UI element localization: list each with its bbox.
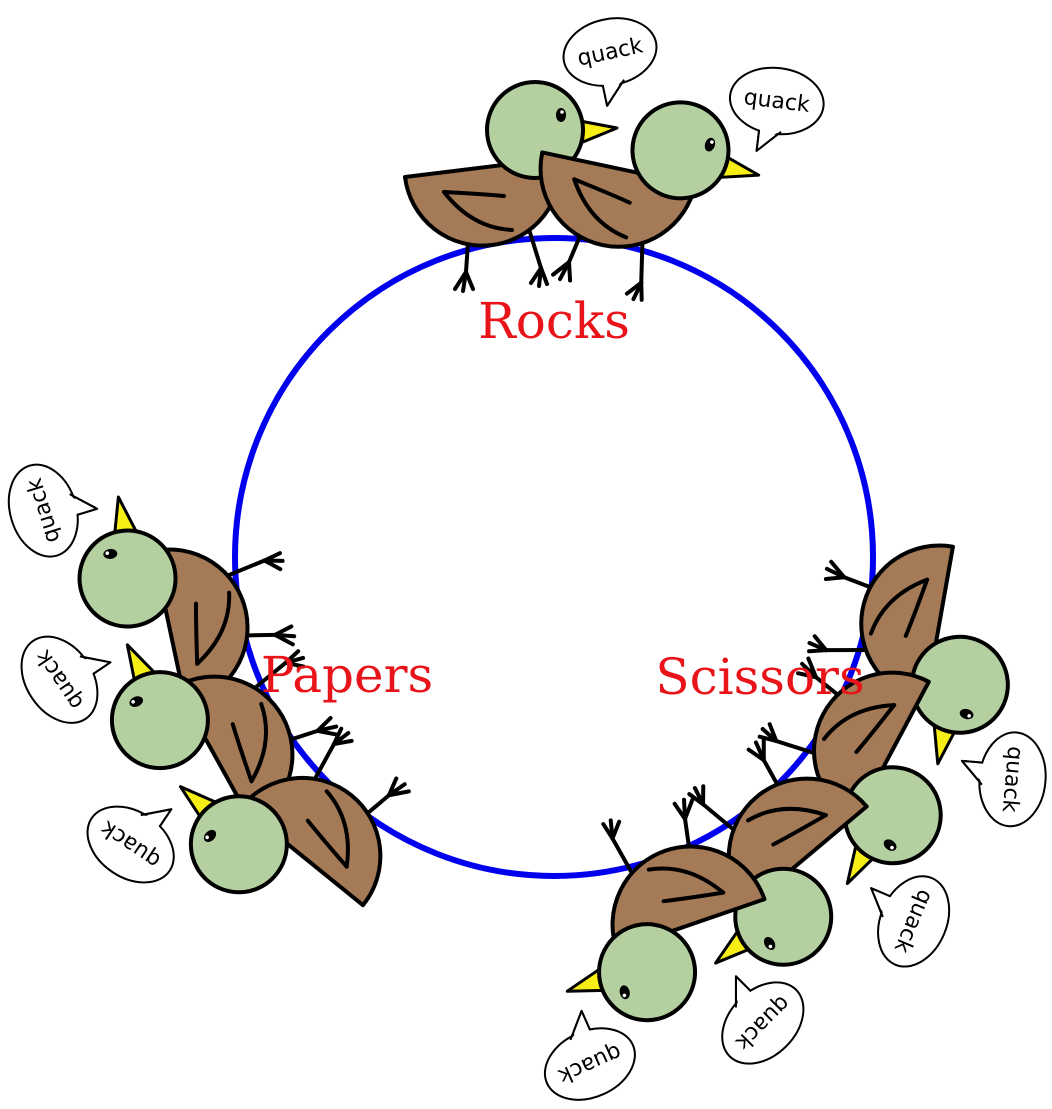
eye-icon (103, 548, 118, 559)
speech-bubble: quack (728, 66, 825, 152)
eye-highlight (890, 845, 894, 850)
eye-highlight (768, 944, 773, 949)
wing-line (442, 190, 506, 198)
toe (796, 671, 818, 680)
wing-line (868, 577, 930, 636)
toe (283, 649, 301, 665)
eye-highlight (131, 700, 135, 704)
eye-icon (556, 108, 566, 122)
speech-bubble: quack (7, 463, 99, 558)
wing-line (746, 806, 828, 823)
wing-line (572, 177, 629, 240)
wing-line (822, 703, 897, 742)
bird-head (630, 100, 731, 201)
speech-bubble: quack (543, 1009, 636, 1101)
label-scissors: Scissors (655, 648, 864, 706)
toe (464, 270, 475, 291)
eye-highlight (967, 714, 971, 718)
bird-scissors-3: quack (687, 737, 869, 1065)
toe (687, 792, 706, 807)
bird-head (597, 922, 698, 1023)
speech-bubble: quack (86, 805, 175, 884)
toe (315, 716, 333, 733)
cycle-circle (232, 235, 876, 879)
speech-bubble: quack (960, 731, 1047, 828)
bird-head (188, 794, 289, 895)
toe (757, 734, 779, 743)
eye-highlight (205, 835, 209, 840)
bird-head (109, 670, 210, 771)
speech-bubble: quack (721, 975, 805, 1065)
toe (807, 648, 829, 654)
wing-line (661, 890, 726, 904)
label-papers: Papers (261, 646, 433, 704)
bird-scissors-1: quack (807, 543, 1047, 828)
label-rocks: Rocks (478, 292, 630, 350)
speech-bubble: quack (562, 17, 658, 107)
wing-line (572, 177, 632, 205)
leg (453, 226, 475, 293)
bird-papers-3: quack (86, 726, 411, 908)
wing-line (193, 601, 200, 666)
toe (672, 801, 688, 821)
toe (601, 822, 615, 841)
wing-line (324, 789, 350, 869)
bird-head (842, 765, 943, 866)
wing-line (195, 590, 232, 666)
bird-body (538, 150, 698, 249)
wing-line (771, 813, 828, 847)
wing-line (903, 577, 930, 638)
wing-line (854, 703, 897, 754)
eye-highlight (105, 551, 110, 555)
toe (539, 266, 549, 286)
leg (525, 221, 549, 288)
bird-papers-1: quack (7, 463, 297, 706)
eye-highlight (560, 110, 564, 114)
bubble-text: quack (997, 745, 1028, 813)
wing-line (646, 866, 726, 895)
toe (331, 726, 344, 747)
wing-line (442, 190, 514, 232)
eye-icon (129, 696, 144, 707)
eye-highlight (710, 140, 714, 144)
eye-icon (763, 937, 776, 950)
speech-bubble: quack (870, 875, 951, 968)
bird-scissors-4: quack (543, 797, 767, 1101)
bird-body (239, 775, 383, 908)
bird-rocks-2: quack (538, 66, 825, 302)
toe (262, 551, 282, 563)
toe (746, 747, 766, 763)
bird-head (909, 634, 1010, 735)
bird-scissors-2: quack (757, 656, 951, 968)
speech-bubble: quack (20, 635, 112, 724)
wing-line (230, 722, 254, 784)
toe (386, 776, 399, 798)
toe (639, 280, 644, 302)
eye-icon (619, 985, 630, 1000)
wing-line (249, 701, 268, 784)
eye-highlight (622, 993, 627, 998)
wing-line (305, 818, 349, 869)
toe (272, 624, 294, 637)
bird-head (77, 528, 178, 629)
toe (567, 260, 573, 283)
toe (823, 575, 847, 582)
